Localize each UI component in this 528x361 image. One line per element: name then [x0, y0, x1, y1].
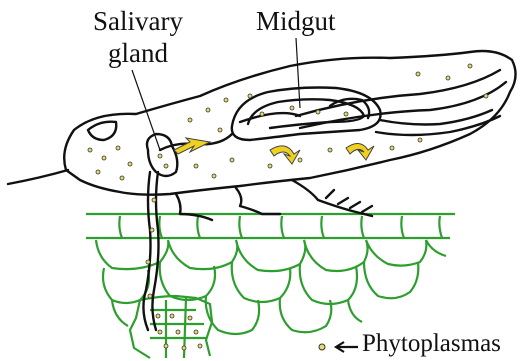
mesophyll-row-3 [112, 296, 362, 334]
left-arrow-icon [336, 342, 358, 352]
gut-tube [376, 116, 500, 135]
salivary-gland-label-line2: gland [108, 38, 168, 69]
head-eye [88, 122, 116, 140]
insect-body [8, 51, 516, 330]
epidermis-cells [119, 216, 442, 238]
midgut-label: Midgut [256, 6, 336, 37]
hind-leg [292, 180, 372, 216]
salivary-gland-label-line1: Salivary [93, 6, 183, 37]
wing-vein [296, 70, 500, 116]
epidermis-layer [86, 214, 455, 238]
yellow-arrow-icon [346, 143, 374, 160]
middle-leg [236, 188, 280, 214]
yellow-arrow-icon [270, 146, 300, 164]
front-leg [176, 194, 212, 220]
yellow-arrow-icon [174, 138, 210, 154]
midgut-leader [296, 38, 300, 108]
antenna [8, 170, 68, 184]
phytoplasma-dot-icon [319, 344, 325, 350]
flow-arrows [174, 138, 374, 164]
legend-label: Phytoplasmas [362, 330, 501, 358]
salivary-leader [132, 70, 160, 150]
legend-markers [319, 342, 358, 352]
hind-leg-spines [326, 190, 372, 212]
